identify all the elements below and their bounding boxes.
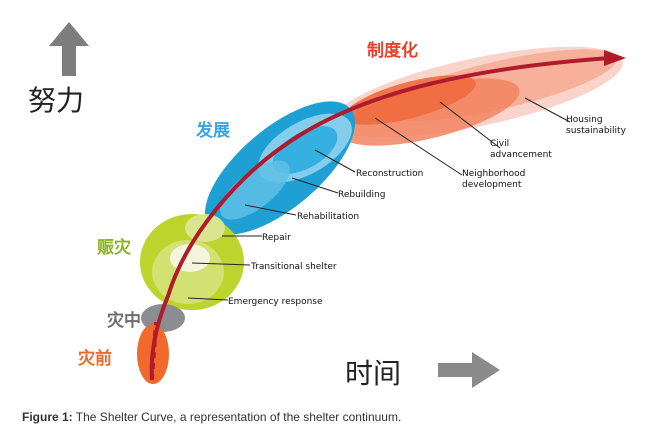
figure-caption-text: The Shelter Curve, a representation of t… — [75, 410, 402, 424]
stage-civil-label-line2: advancement — [490, 150, 552, 160]
stage-rehabilitation-label: Rehabilitation — [297, 212, 359, 222]
time-axis-label: 时间 — [345, 357, 401, 390]
stage-emergency-response-label: Emergency response — [228, 297, 323, 307]
stage-rebuilding-label: Rebuilding — [338, 190, 385, 200]
stage-civil-label-line1: Civil — [490, 139, 509, 149]
figure-caption: Figure 1: The Shelter Curve, a represent… — [22, 410, 652, 424]
stage-neighborhood-label-line2: development — [462, 180, 522, 190]
stage-reconstruction-label: Reconstruction — [356, 169, 423, 179]
phase-development-label: 发展 — [195, 120, 230, 141]
relief-ellipses — [140, 214, 244, 310]
leader-lines — [187, 97, 571, 301]
phase-relief-label: 赈灾 — [97, 237, 132, 258]
effort-axis-label: 努力 — [28, 84, 84, 117]
phase-during-disaster-label: 灾中 — [107, 310, 141, 331]
figure-caption-prefix: Figure 1: — [22, 410, 73, 424]
arrow-right-icon — [438, 352, 500, 388]
stage-housing-label-line1: Housing — [566, 115, 603, 125]
curve-arrowhead-icon — [604, 50, 626, 66]
phase-institutionalization-label: 制度化 — [367, 40, 418, 61]
stage-transitional-shelter-label: Transitional shelter — [250, 262, 337, 272]
phase-pre-disaster-label: 灾前 — [78, 348, 112, 369]
stage-housing-label-line2: sustainability — [566, 126, 627, 136]
shelter-curve-line — [149, 56, 611, 381]
shelter-curve-dashed-start — [150, 321, 158, 381]
development-ellipses — [204, 101, 356, 235]
arrow-up-icon — [49, 22, 89, 76]
stage-repair-label: Repair — [262, 233, 291, 243]
stage-neighborhood-label-line1: Neighborhood — [462, 169, 525, 179]
